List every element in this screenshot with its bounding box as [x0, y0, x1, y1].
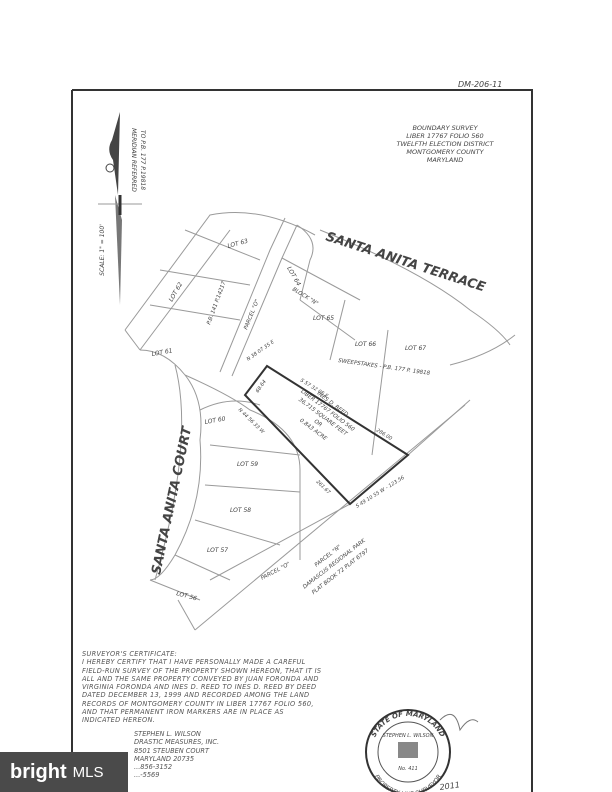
signer-line: ...856-3152 — [134, 763, 173, 772]
distance-label: 68.64 — [255, 379, 268, 394]
title-line: LIBER 17767 FOLIO 560 — [406, 132, 483, 140]
property-area-or: OR — [313, 419, 323, 429]
drawing-number: DM-206-11 — [458, 80, 502, 89]
lot-labels: LOT 63 LOT 64 LOT 65 LOT 66 LOT 67 LOT 6… — [151, 238, 426, 603]
signature-date: 2011 — [439, 780, 460, 792]
watermark-brand: bright — [10, 760, 67, 783]
lot-label: LOT 58 — [230, 507, 251, 514]
surveyor-certificate: SURVEYOR'S CERTIFICATE: I HEREBY CERTIFY… — [82, 650, 322, 725]
north-arrow-icon — [98, 112, 142, 305]
signer-line: 8501 STEUBEN COURT — [134, 746, 210, 755]
signature — [439, 713, 479, 732]
lot-label: LOT 59 — [237, 461, 258, 468]
title-line: MARYLAND — [427, 156, 463, 164]
seal-text: No. 411 — [398, 766, 418, 772]
bearing-label: N 38 07 35 E — [246, 339, 277, 363]
lot-label: LOT 65 — [313, 315, 334, 322]
signer-line: STEPHEN L. WILSON — [134, 730, 201, 738]
bright-mls-watermark: bright MLS — [0, 752, 128, 792]
lot-label: LOT 60 — [204, 415, 226, 426]
title-block: BOUNDARY SURVEY LIBER 17767 FOLIO 560 TW… — [396, 124, 494, 164]
parcel-n-block: PARCEL "N" DAMASCUS REGIONAL PARK PLAT B… — [302, 538, 370, 596]
lot-lines — [124, 212, 516, 631]
certificate-body: I HEREBY CERTIFY THAT I HAVE PERSONALLY … — [82, 658, 322, 725]
lot-label: LOT 57 — [207, 547, 228, 554]
survey-labels: PARCEL "O" PARCEL "O" P.B. 141 P.14217 B… — [206, 280, 431, 596]
lot-label: LOT 67 — [405, 345, 426, 352]
page-border — [71, 89, 533, 792]
meridian-note: MERIDIAN REFERRED — [130, 128, 137, 192]
lot-label: LOT 61 — [151, 347, 173, 358]
property-boundary — [243, 364, 410, 506]
street-name-terrace: SANTA ANITA TERRACE — [324, 230, 487, 296]
signer-line: DRASTIC MEASURES, INC. — [134, 738, 220, 747]
signer-line: MARYLAND 20735 — [134, 754, 195, 763]
street-name-court: SANTA ANITA COURT — [149, 424, 195, 575]
title-line: TWELFTH ELECTION DISTRICT — [396, 140, 494, 148]
surveyor-signature-block: STEPHEN L. WILSON DRASTIC MEASURES, INC.… — [134, 730, 219, 780]
scale-label: SCALE: 1" = 100' — [99, 224, 106, 276]
seal-text: STEPHEN L. WILSON — [383, 733, 434, 739]
plat-reference: P.B. 141 P.14217 — [206, 280, 227, 325]
svg-text:PROPERTY LINE SURVEYOR: PROPERTY LINE SURVEYOR — [373, 774, 443, 792]
signer-line: ...-5569 — [134, 771, 160, 780]
seal-text: PROPERTY LINE SURVEYOR — [373, 774, 443, 792]
meridian-note: TO P.B. 177 P.19818 — [139, 130, 146, 190]
title-line: BOUNDARY SURVEY — [412, 124, 478, 132]
lot-label: LOT 63 — [227, 238, 249, 250]
lot-label: LOT 62 — [168, 281, 185, 303]
lot-label: LOT 66 — [355, 341, 376, 348]
lot-label: LOT 64 — [285, 266, 302, 288]
parcel-label: DAMASCUS REGIONAL PARK — [302, 538, 367, 591]
watermark-suffix: MLS — [72, 763, 104, 781]
title-line: MONTGOMERY COUNTY — [406, 148, 484, 156]
surveyor-seal: STATE OF MARYLAND PROPERTY LINE SURVEYOR… — [365, 709, 451, 792]
certificate-heading: SURVEYOR'S CERTIFICATE: — [82, 650, 178, 658]
